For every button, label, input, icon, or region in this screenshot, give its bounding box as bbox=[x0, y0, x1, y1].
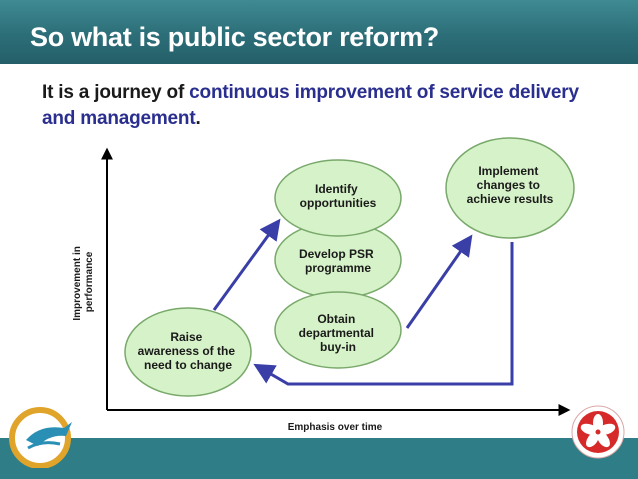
node-develop: Develop PSR programme bbox=[274, 221, 402, 299]
node-implement-line: achieve results bbox=[467, 192, 554, 206]
x-axis-label: Emphasis over time bbox=[288, 422, 383, 433]
node-implement: Implement changes to achieve results bbox=[445, 137, 575, 239]
node-identify-line: Identify bbox=[315, 182, 358, 196]
y-axis-label-line: Improvement in bbox=[72, 246, 83, 320]
node-obtain-line: Obtain bbox=[317, 312, 355, 326]
node-develop-line: programme bbox=[305, 261, 371, 275]
footer-bar bbox=[0, 438, 638, 479]
node-develop-line: Develop PSR bbox=[299, 247, 374, 261]
y-axis-label: Improvement in performance bbox=[72, 243, 95, 320]
subtitle-highlight: continuous improvement of service delive… bbox=[42, 82, 579, 129]
node-implement-line: Implement bbox=[478, 164, 538, 178]
subtitle-suffix: . bbox=[195, 108, 201, 129]
title-bar: So what is public sector reform? bbox=[0, 0, 638, 64]
subtitle: It is a journey of continuous improvemen… bbox=[42, 80, 612, 132]
svg-text:Obtain departmental: Obtain departmental buy-in bbox=[299, 312, 378, 354]
arrow-obtain-to-implement bbox=[405, 234, 473, 329]
node-identify: Identify opportunities bbox=[274, 159, 402, 237]
svg-text:Raise awareness of the: Raise awareness of the need to change bbox=[138, 330, 239, 372]
page-title: So what is public sector reform? bbox=[30, 22, 439, 52]
y-axis-label-line: performance bbox=[84, 251, 95, 312]
svg-text:Develop PSR programme: Develop PSR programme bbox=[299, 247, 377, 275]
svg-text:Identify opportunities: Identify opportunities bbox=[300, 182, 377, 210]
node-identify-line: opportunities bbox=[300, 196, 377, 210]
node-obtain-line: departmental bbox=[299, 326, 374, 340]
efficiency-unit-logo-icon bbox=[9, 407, 72, 468]
bauhinia-emblem-icon bbox=[571, 405, 625, 459]
node-obtain-line: buy-in bbox=[320, 340, 356, 354]
arrow-implement-to-raise bbox=[253, 242, 514, 386]
node-raise-line: Raise bbox=[170, 330, 202, 344]
node-raise: Raise awareness of the need to change bbox=[124, 307, 252, 397]
subtitle-prefix: It is a journey of bbox=[42, 82, 190, 103]
arrow-raise-to-identify bbox=[212, 218, 281, 311]
node-raise-line: need to change bbox=[144, 358, 232, 372]
node-implement-line: changes to bbox=[477, 178, 540, 192]
node-raise-line: awareness of the bbox=[138, 344, 236, 358]
node-obtain: Obtain departmental buy-in bbox=[274, 291, 402, 369]
svg-text:Implement changes to: Implement changes to achieve results bbox=[467, 164, 554, 206]
